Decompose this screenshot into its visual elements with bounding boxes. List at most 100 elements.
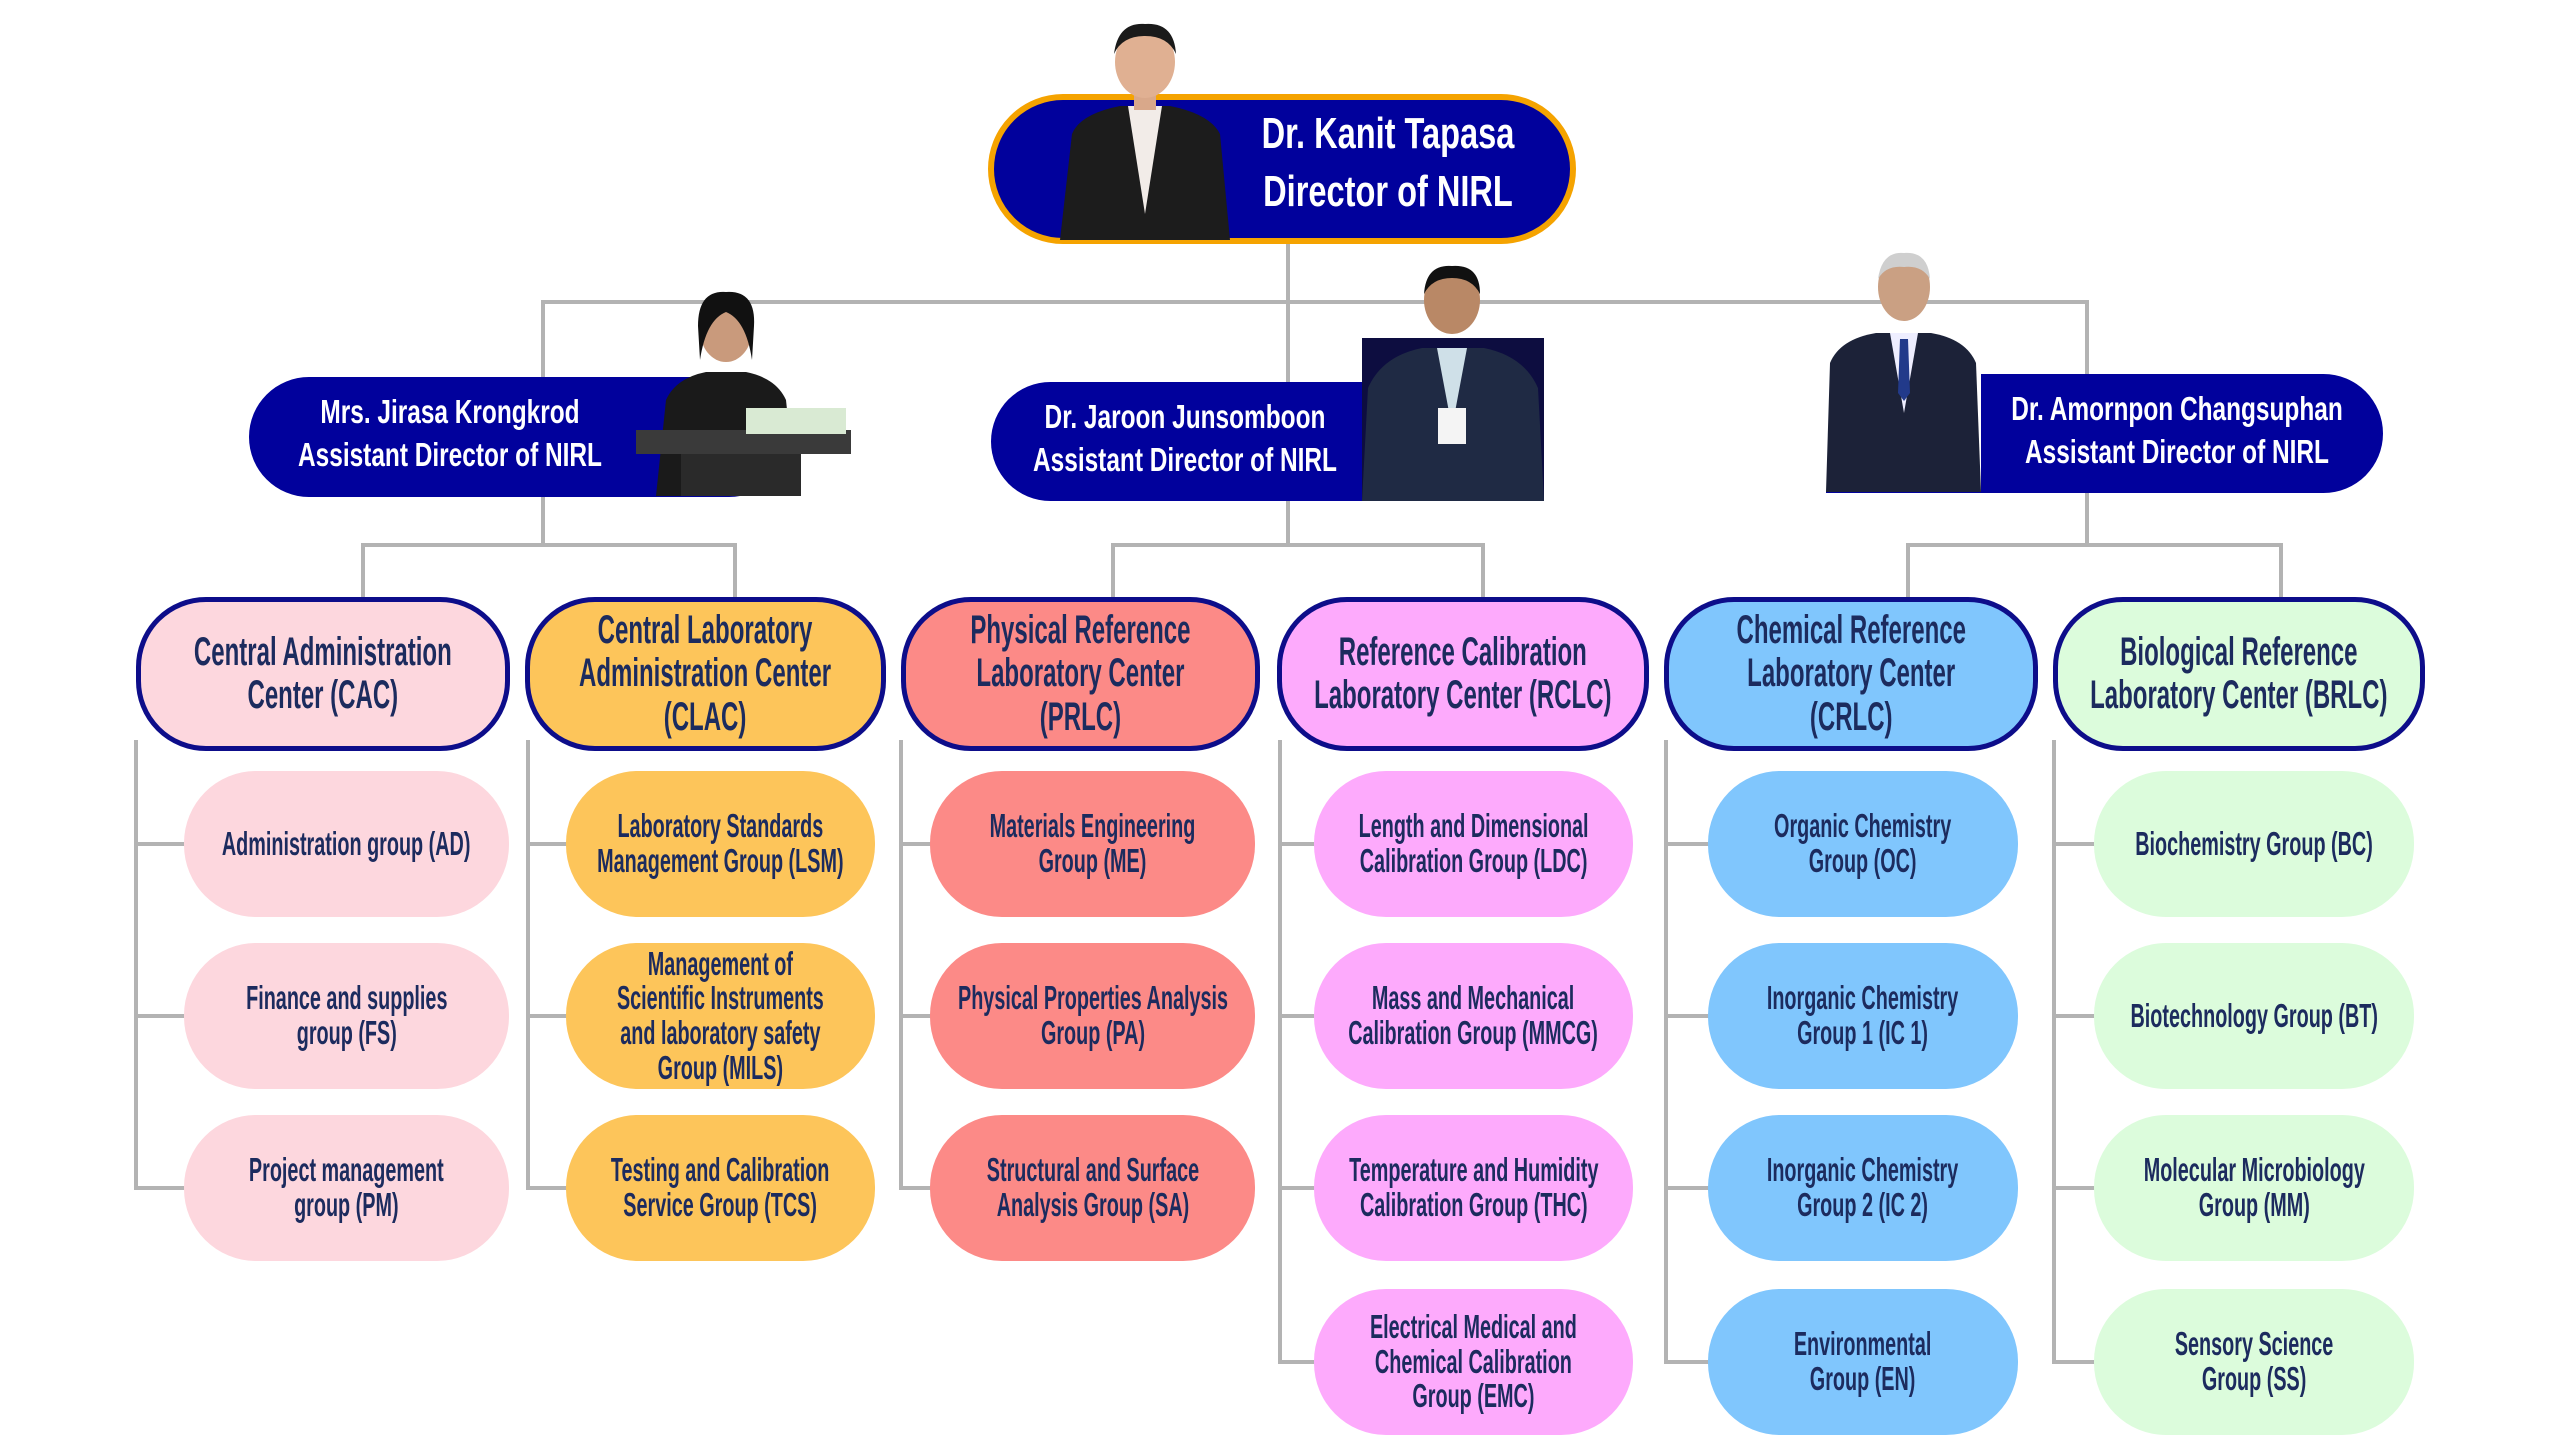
group-label: Inorganic Chemistry Group 1 (IC 1)	[1767, 979, 1959, 1051]
connector-director	[1286, 243, 1290, 303]
connector-group	[2054, 842, 2104, 846]
center-box[interactable]: Chemical Reference Laboratory Center (CR…	[1664, 597, 2038, 751]
group-box[interactable]: Environmental Group (EN)	[1708, 1289, 2018, 1435]
connector-group	[528, 1186, 576, 1190]
connector-center-spine	[134, 740, 138, 1190]
group-label: Organic Chemistry Group (OC)	[1774, 807, 1952, 879]
group-box[interactable]: Materials Engineering Group (ME)	[930, 771, 1255, 917]
connector-group	[901, 842, 940, 846]
connector-center-stem	[2279, 545, 2283, 600]
connector-center-stem	[1111, 545, 1115, 600]
group-label: Molecular Microbiology Group (MM)	[2143, 1151, 2365, 1223]
assistant-1-photo	[636, 291, 851, 496]
connector-group	[1666, 1186, 1718, 1190]
connector-center-spine	[2052, 740, 2056, 1364]
group-label: Administration group (AD)	[222, 824, 471, 862]
assistant-3-photo	[1826, 252, 1981, 492]
group-label: Laboratory Standards Management Group (L…	[597, 807, 844, 879]
center-box[interactable]: Physical Reference Laboratory Center (PR…	[901, 597, 1260, 751]
assistant-3-name: Dr. Amornpon Changsuphan	[2011, 390, 2343, 427]
connector-group	[136, 1014, 194, 1018]
connector-group	[901, 1014, 940, 1018]
group-box[interactable]: Inorganic Chemistry Group 2 (IC 2)	[1708, 1115, 2018, 1261]
group-label: Biochemistry Group (BC)	[2135, 824, 2373, 862]
group-box[interactable]: Administration group (AD)	[184, 771, 509, 917]
center-box[interactable]: Biological Reference Laboratory Center (…	[2053, 597, 2425, 751]
assistant-2-title: Assistant Director of NIRL	[1033, 441, 1337, 478]
group-box[interactable]: Biotechnology Group (BT)	[2094, 943, 2414, 1089]
connector-group	[1666, 1014, 1718, 1018]
connector-group	[136, 842, 194, 846]
connector-group	[901, 1186, 940, 1190]
group-box[interactable]: Mass and Mechanical Calibration Group (M…	[1314, 943, 1633, 1089]
connector-bar-3	[1906, 543, 2283, 547]
connector-group	[1280, 842, 1324, 846]
center-label: Reference Calibration Laboratory Center …	[1314, 629, 1612, 717]
group-label: Length and Dimensional Calibration Group…	[1358, 807, 1589, 879]
center-box[interactable]: Central Administration Center (CAC)	[136, 597, 510, 751]
connector-center-stem	[1906, 545, 1910, 600]
group-label: Testing and Calibration Service Group (T…	[611, 1151, 830, 1223]
group-label: Temperature and Humidity Calibration Gro…	[1348, 1151, 1599, 1223]
connector-center-spine	[526, 740, 530, 1190]
group-label: Materials Engineering Group (ME)	[989, 807, 1196, 879]
group-label: Physical Properties Analysis Group (PA)	[957, 979, 1228, 1051]
connector-group	[1280, 1014, 1324, 1018]
center-label: Physical Reference Laboratory Center (PR…	[970, 608, 1191, 739]
group-box[interactable]: Sensory Science Group (SS)	[2094, 1289, 2414, 1435]
connector-group	[1280, 1186, 1324, 1190]
center-label: Central Administration Center (CAC)	[194, 629, 452, 717]
connector-group	[2054, 1014, 2104, 1018]
connector-group	[1280, 1360, 1324, 1364]
center-label: Central Laboratory Administration Center…	[579, 608, 832, 739]
group-label: Electrical Medical and Chemical Calibrat…	[1370, 1308, 1577, 1415]
connector-center-spine	[1664, 740, 1668, 1364]
connector-group	[2054, 1360, 2104, 1364]
group-box[interactable]: Laboratory Standards Management Group (L…	[566, 771, 875, 917]
group-box[interactable]: Molecular Microbiology Group (MM)	[2094, 1115, 2414, 1261]
assistant-1-title: Assistant Director of NIRL	[298, 436, 602, 473]
center-box[interactable]: Reference Calibration Laboratory Center …	[1277, 597, 1649, 751]
group-box[interactable]: Structural and Surface Analysis Group (S…	[930, 1115, 1255, 1261]
director-title: Director of NIRL	[1263, 167, 1513, 216]
group-box[interactable]: Finance and supplies group (FS)	[184, 943, 509, 1089]
group-box[interactable]: Testing and Calibration Service Group (T…	[566, 1115, 875, 1261]
connector-center-stem	[1481, 545, 1485, 600]
director-photo	[1060, 23, 1230, 240]
group-label: Project management group (PM)	[249, 1151, 444, 1223]
group-box[interactable]: Project management group (PM)	[184, 1115, 509, 1261]
group-box[interactable]: Biochemistry Group (BC)	[2094, 771, 2414, 917]
connector-group	[136, 1186, 194, 1190]
connector-center-spine	[899, 740, 903, 1190]
group-box[interactable]: Temperature and Humidity Calibration Gro…	[1314, 1115, 1633, 1261]
center-label: Biological Reference Laboratory Center (…	[2090, 629, 2388, 717]
assistant-2-name: Dr. Jaroon Junsomboon	[1044, 398, 1326, 435]
group-box[interactable]: Organic Chemistry Group (OC)	[1708, 771, 2018, 917]
group-label: Mass and Mechanical Calibration Group (M…	[1348, 979, 1599, 1051]
group-box[interactable]: Length and Dimensional Calibration Group…	[1314, 771, 1633, 917]
group-label: Finance and supplies group (FS)	[245, 979, 448, 1051]
connector-center-spine	[1278, 740, 1282, 1364]
connector-group	[528, 842, 576, 846]
connector-group	[2054, 1186, 2104, 1190]
connector-center-stem	[733, 545, 737, 600]
connector-group	[1666, 842, 1718, 846]
connector-group	[528, 1014, 576, 1018]
connector-top-bar	[541, 300, 2089, 304]
group-label: Inorganic Chemistry Group 2 (IC 2)	[1767, 1151, 1959, 1223]
group-box[interactable]: Electrical Medical and Chemical Calibrat…	[1314, 1289, 1633, 1435]
group-label: Environmental Group (EN)	[1794, 1325, 1932, 1397]
center-box[interactable]: Central Laboratory Administration Center…	[525, 597, 886, 751]
connector-group	[1666, 1360, 1718, 1364]
group-label: Sensory Science Group (SS)	[2174, 1325, 2334, 1397]
assistant-3-title: Assistant Director of NIRL	[2025, 433, 2329, 470]
group-box[interactable]: Physical Properties Analysis Group (PA)	[930, 943, 1255, 1089]
assistant-1-name: Mrs. Jirasa Krongkrod	[320, 393, 580, 430]
connector-bar-1	[361, 543, 737, 547]
group-label: Biotechnology Group (BT)	[2130, 996, 2378, 1034]
connector-center-stem	[361, 545, 365, 600]
assistant-2-photo	[1362, 265, 1544, 501]
connector-bar-2	[1111, 543, 1485, 547]
group-box[interactable]: Management of Scientific Instruments and…	[566, 943, 875, 1089]
group-box[interactable]: Inorganic Chemistry Group 1 (IC 1)	[1708, 943, 2018, 1089]
